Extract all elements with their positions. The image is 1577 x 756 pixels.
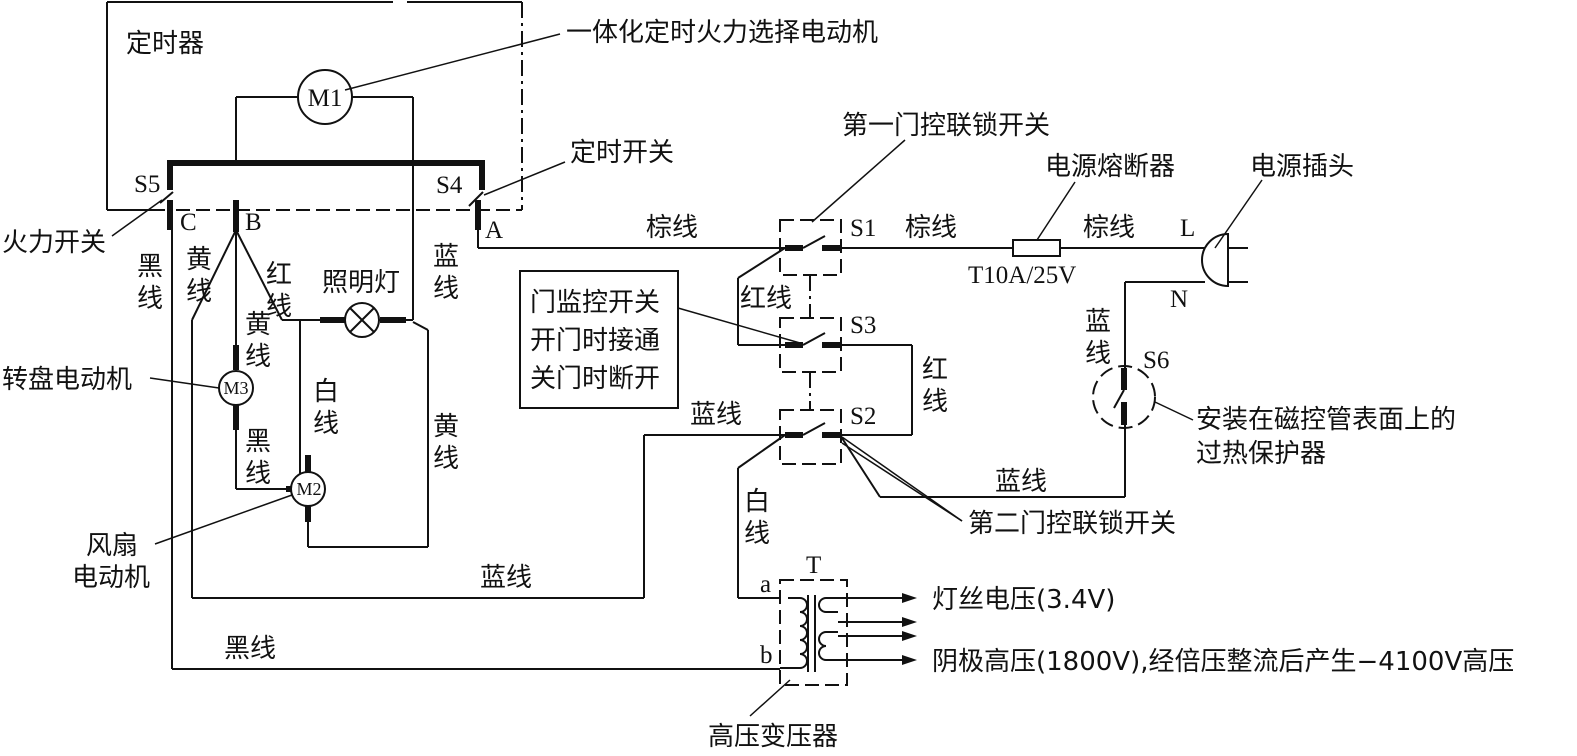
door1-label: 第一门控联锁开关 <box>842 111 1050 141</box>
s5-label: S5 <box>134 171 160 198</box>
power-plug-symbol <box>1201 232 1248 288</box>
wire-label-black-left: 黑线 <box>137 252 163 314</box>
wire-label-black-b: 黑线 <box>245 427 271 489</box>
plug-leader <box>1214 179 1263 249</box>
fuse-symbol <box>1012 239 1061 257</box>
m1-leader <box>344 33 561 91</box>
s2-label: S2 <box>850 403 876 430</box>
wire-label-black-bottom: 黑线 <box>224 634 276 664</box>
door2-leader-2 <box>841 442 963 522</box>
cathode-voltage-label: 阴极高压(1800V),经倍压整流后产生−4100V高压 <box>932 647 1514 677</box>
protector-label-1: 安装在磁控管表面上的 <box>1196 405 1456 435</box>
monitor-switch-line-3: 关门时断开 <box>530 364 660 394</box>
m1-description: 一体化定时火力选择电动机 <box>566 18 878 48</box>
turntable-motor-label: 转盘电动机 <box>2 365 132 395</box>
timer-switch-leader <box>483 161 566 196</box>
wire-label-brown-2: 棕线 <box>905 213 957 243</box>
timer-contact-bar <box>167 160 485 232</box>
timer-box <box>106 1 523 211</box>
monitor-switch-box <box>519 270 679 409</box>
fan-motor-label-2: 电动机 <box>72 563 150 593</box>
m3-turntable-motor <box>218 345 254 430</box>
turntable-motor-leader <box>149 377 220 389</box>
fuse-leader <box>1036 181 1076 241</box>
fuse-label: 电源熔断器 <box>1045 152 1175 182</box>
fan-motor-label-1: 风扇 <box>86 531 138 561</box>
vertical-wire-labels: 黑线 黄线 红线 蓝线 黄线 黑线 白线 黄线 红线 蓝线 白线 <box>137 242 1111 549</box>
wire-label-brown-3: 棕线 <box>1083 213 1135 243</box>
wire-label-blue-n: 蓝线 <box>1085 307 1111 369</box>
m3-label: M3 <box>223 378 248 398</box>
hv-transformer-leader <box>749 679 791 717</box>
hv-transformer-label: 高压变压器 <box>708 722 838 752</box>
wire-label-blue-top: 蓝线 <box>433 242 459 304</box>
wire-label-blue-bottom: 蓝线 <box>480 563 532 593</box>
hv-transformer <box>779 579 917 686</box>
fan-motor-leader <box>154 494 293 545</box>
s3-contacts <box>785 332 840 348</box>
m1-label: M1 <box>308 85 343 112</box>
terminal-n: N <box>1170 286 1188 313</box>
s4-blade <box>468 191 484 207</box>
fire-switch-label: 火力开关 <box>2 228 106 258</box>
terminal-l: L <box>1180 215 1195 242</box>
terminal-c: C <box>180 209 197 236</box>
wire-label-red-door: 红线 <box>740 284 792 314</box>
transformer-t-label: T <box>806 552 821 579</box>
s3-label: S3 <box>850 312 876 339</box>
s6-thermal-protector <box>1092 365 1156 429</box>
monitor-switch-leader <box>677 307 801 344</box>
wire-label-blue-s2: 蓝线 <box>690 400 742 430</box>
left-wiring <box>171 163 785 670</box>
s2-contacts <box>785 422 840 438</box>
plug-label: 电源插头 <box>1250 152 1354 182</box>
door2-label: 第二门控联锁开关 <box>968 509 1176 539</box>
s4-label: S4 <box>436 172 463 199</box>
terminal-b: B <box>245 209 262 236</box>
m1-motor-symbol <box>297 69 353 125</box>
timer-label: 定时器 <box>126 29 204 59</box>
protector-leader <box>1154 401 1194 421</box>
m2-label: M2 <box>296 479 321 499</box>
timer-switch-label: 定时开关 <box>570 138 674 168</box>
fuse-rating: T10A/25V <box>968 262 1076 289</box>
transformer-terminal-a: a <box>760 571 771 598</box>
wire-label-yellow-c: 黄线 <box>186 245 212 307</box>
wire-label-white-s2: 白线 <box>744 487 770 549</box>
right-wiring <box>477 230 1205 599</box>
wire-label-white-lamp: 白线 <box>313 377 339 439</box>
transformer-terminal-b: b <box>760 642 773 669</box>
m2-fan-motor <box>286 455 326 522</box>
wire-label-brown-1: 棕线 <box>646 213 698 243</box>
wire-label-yellow-right: 黄线 <box>433 412 459 474</box>
fire-switch-leader <box>111 199 163 237</box>
s1-contacts <box>785 235 840 251</box>
m1-circuit <box>235 96 414 163</box>
filament-voltage-label: 灯丝电压(3.4V) <box>932 585 1115 615</box>
terminal-a: A <box>485 217 503 244</box>
door2-leader-1 <box>841 436 963 522</box>
wire-label-yellow-b: 黄线 <box>245 310 271 372</box>
s1-label: S1 <box>850 215 876 242</box>
lighting-lamp <box>320 302 406 338</box>
wire-label-red-s3: 红线 <box>922 355 948 417</box>
protector-label-2: 过热保护器 <box>1196 439 1326 469</box>
s6-label: S6 <box>1143 347 1169 374</box>
door1-leader <box>811 139 906 223</box>
wire-label-blue-s6: 蓝线 <box>995 467 1047 497</box>
monitor-switch-line-1: 门监控开关 <box>530 288 660 318</box>
lamp-label: 照明灯 <box>322 268 400 298</box>
monitor-switch-line-2: 开门时接通 <box>530 326 660 356</box>
s5-blade <box>159 191 174 204</box>
wire-label-red-b: 红线 <box>266 260 292 322</box>
